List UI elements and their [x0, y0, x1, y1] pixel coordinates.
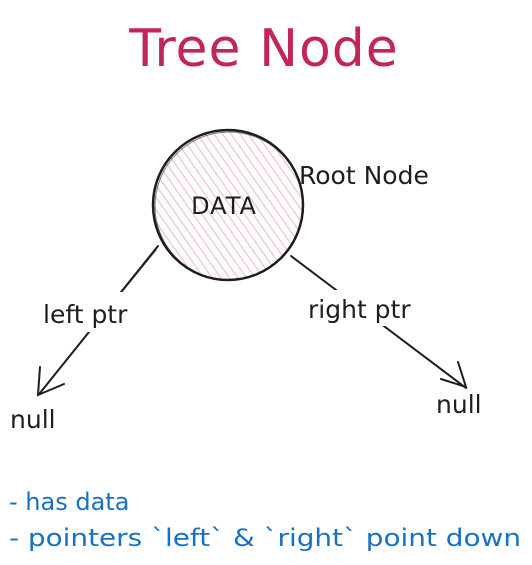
left-null-label: null [10, 405, 56, 434]
diagram-title: Tree Node [128, 19, 399, 79]
root-node-label: Root Node [299, 161, 429, 190]
left-arrowhead [36, 366, 65, 397]
left-pointer-label: left ptr [43, 300, 128, 329]
root-node-data-text: DATA [191, 192, 257, 220]
note-has-data: - has data [9, 488, 129, 516]
note-pointers: - pointers `left` & `right` point down [9, 524, 521, 552]
right-pointer-label: right ptr [308, 295, 411, 324]
right-null-label: null [436, 390, 482, 419]
root-node: DATA [151, 128, 305, 282]
right-arrowhead [440, 361, 468, 389]
